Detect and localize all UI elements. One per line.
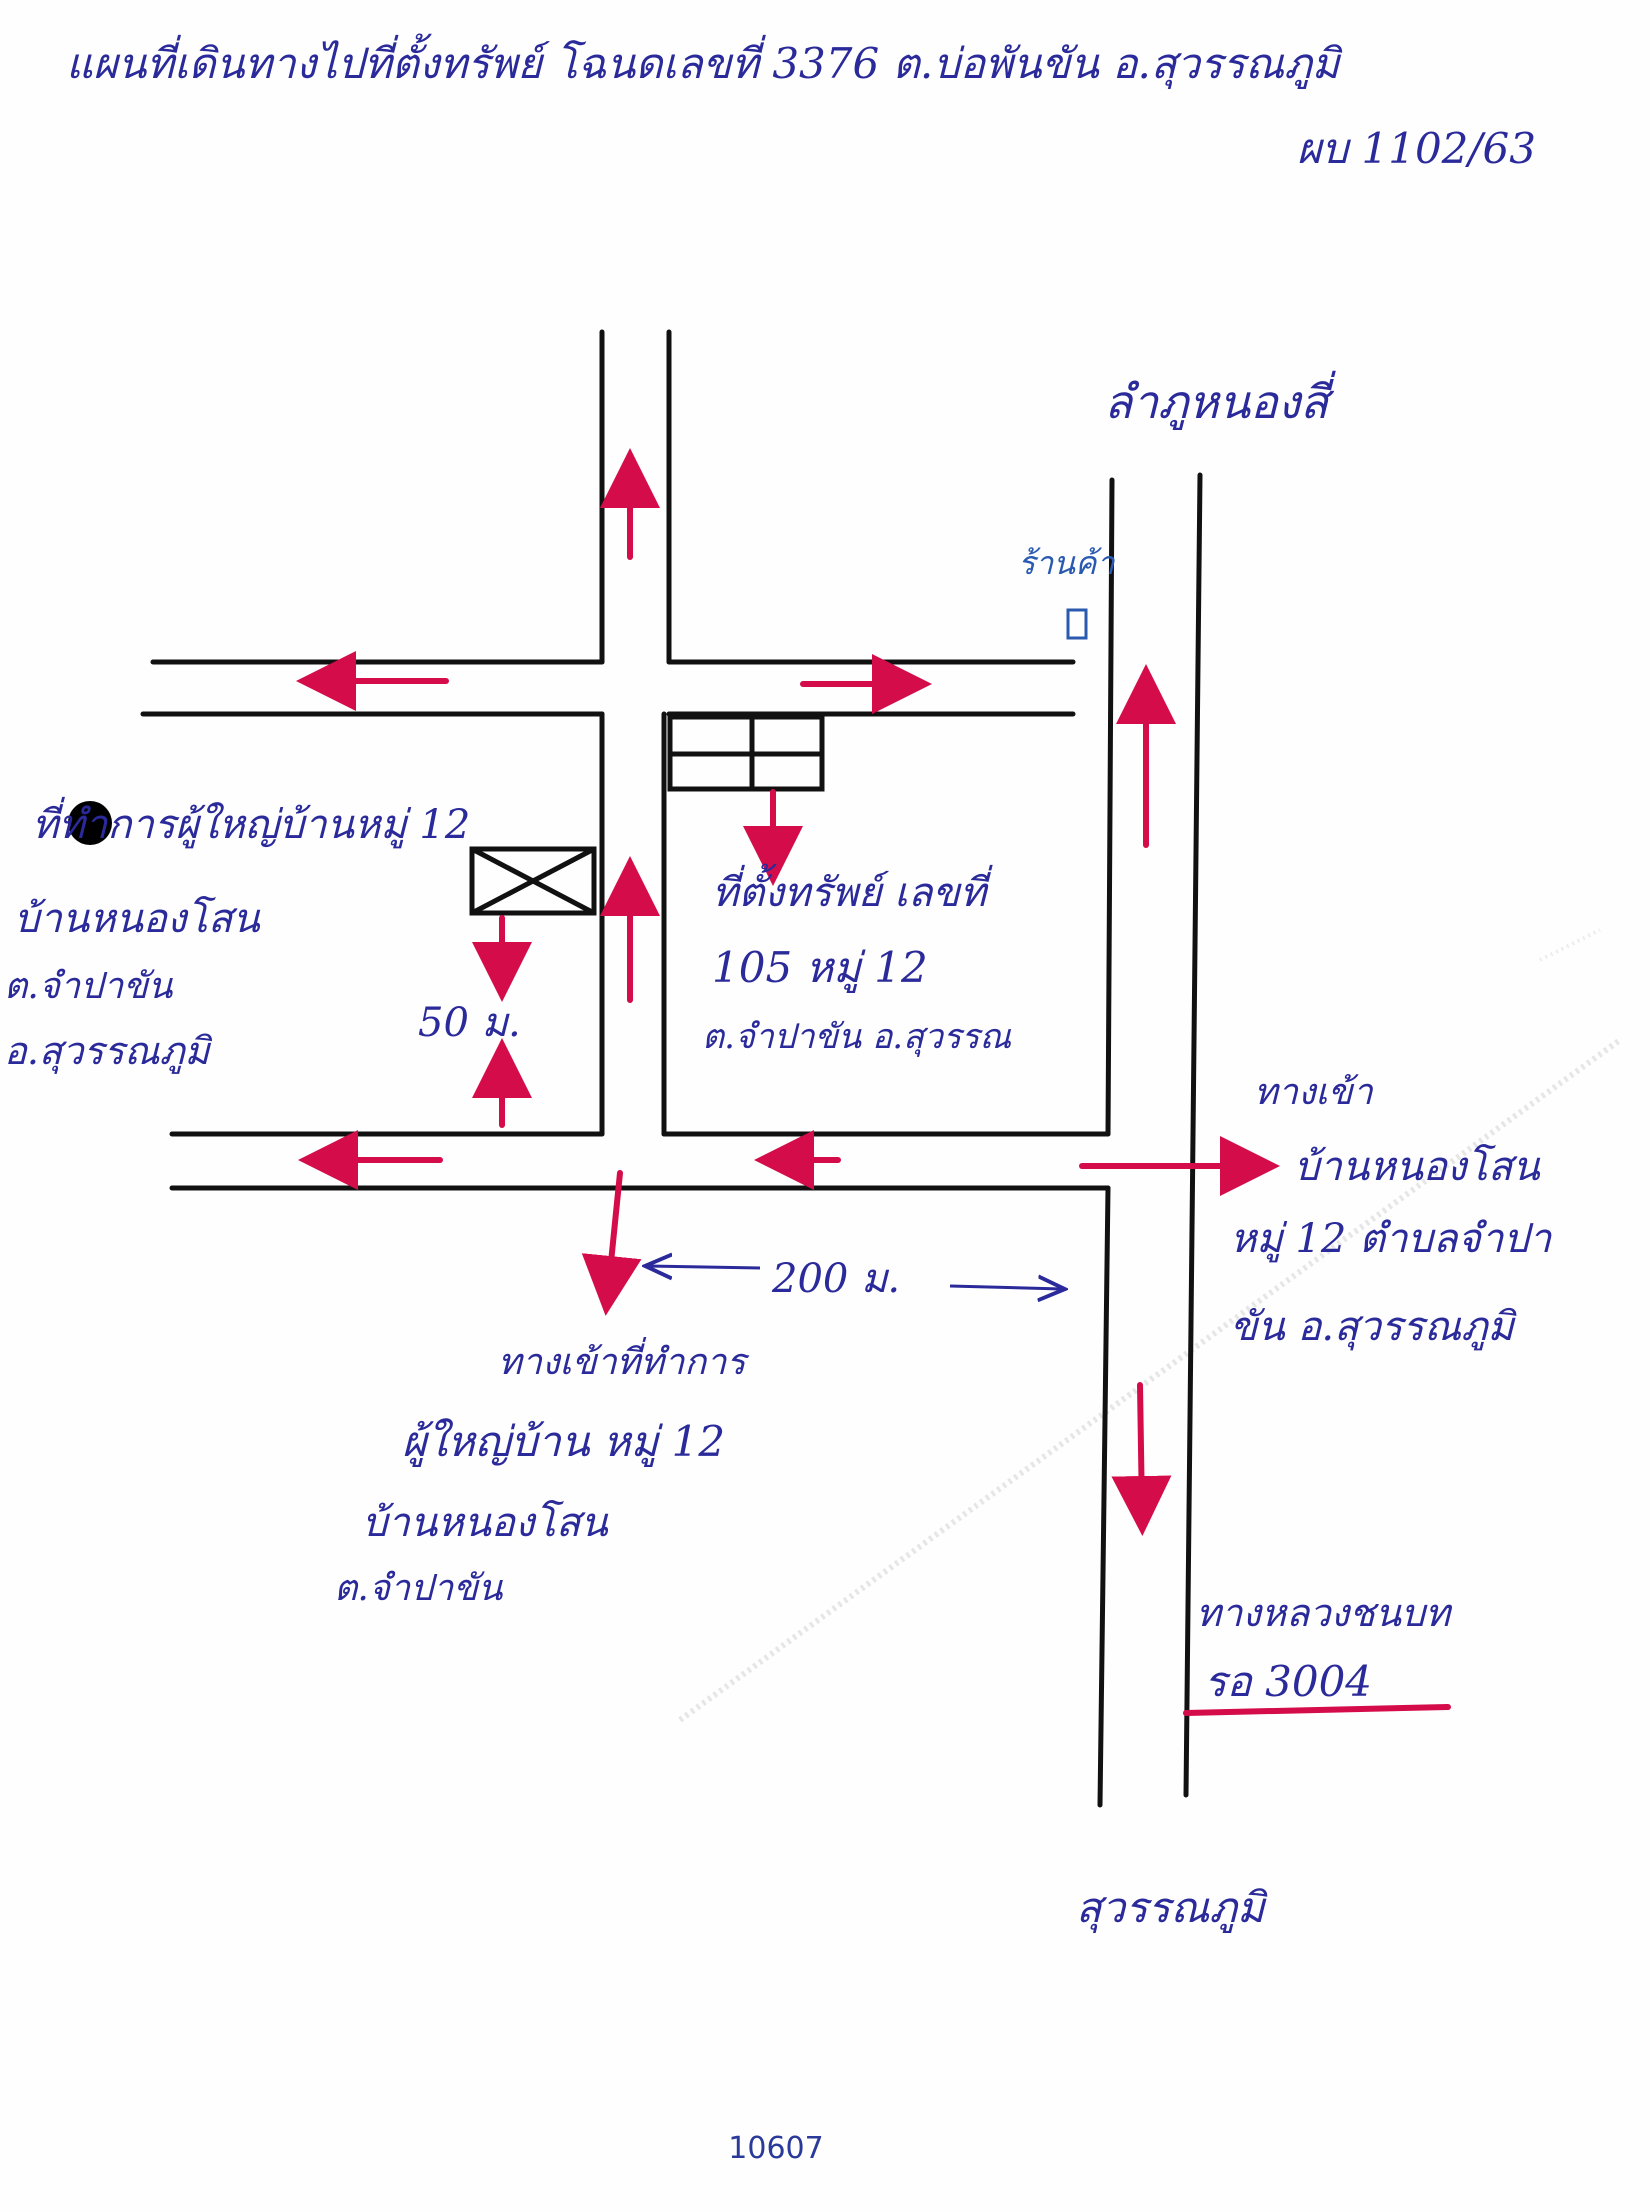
entrance-bottom-label: ทางเข้าที่ทำการ ผู้ใหญ่บ้าน หมู่ 12 บ้าน… bbox=[334, 1336, 750, 1609]
entrance-right-label: ทางเข้า บ้านหนองโสน หมู่ 12 ตำบลจำปา ขัน… bbox=[1230, 1072, 1553, 1351]
svg-text:หมู่ 12 ตำบลจำปา: หมู่ 12 ตำบลจำปา bbox=[1230, 1216, 1553, 1263]
arrow-highway-south bbox=[1111, 1382, 1172, 1536]
highway-left-edge-lower bbox=[1097, 1185, 1111, 1808]
map-title: แผนที่เดินทางไปที่ตั้งทรัพย์ โฉนดเลขที่ … bbox=[66, 33, 1343, 89]
distance-dimension bbox=[648, 1266, 1062, 1289]
village-head-office-label: ที่ทำการผู้ใหญ่บ้านหมู่ 12 บ้านหนองโสน ต… bbox=[4, 796, 470, 1074]
svg-text:105 หมู่ 12: 105 หมู่ 12 bbox=[712, 943, 928, 993]
case-number: ผบ 1102/63 bbox=[1297, 124, 1536, 173]
svg-text:ต.จำปาขัน: ต.จำปาขัน bbox=[334, 1568, 504, 1609]
direction-arrows bbox=[296, 448, 1451, 1716]
svg-text:บ้านหนองโสน: บ้านหนองโสน bbox=[14, 895, 261, 942]
distance-50m-label: 50 ม. bbox=[418, 1000, 521, 1046]
south-destination-label: สุวรรณภูมิ bbox=[1076, 1883, 1269, 1933]
highway-right-edge bbox=[1183, 472, 1203, 1798]
page-number: 10607 bbox=[728, 2131, 823, 2166]
svg-text:ที่ทำการผู้ใหญ่บ้านหมู่ 12: ที่ทำการผู้ใหญ่บ้านหมู่ 12 bbox=[32, 796, 470, 849]
north-destination-label: ลำภูหนองสี่ bbox=[1104, 370, 1336, 430]
svg-text:รอ 3004: รอ 3004 bbox=[1204, 1657, 1372, 1706]
location-dot bbox=[68, 801, 112, 845]
svg-text:ทางหลวงชนบท: ทางหลวงชนบท bbox=[1196, 1591, 1453, 1635]
svg-text:ผู้ใหญ่บ้าน หมู่ 12: ผู้ใหญ่บ้าน หมู่ 12 bbox=[402, 1417, 725, 1467]
svg-text:ขัน อ.สุวรรณภูมิ: ขัน อ.สุวรรณภูมิ bbox=[1230, 1304, 1517, 1351]
svg-text:ทางเข้า: ทางเข้า bbox=[1254, 1072, 1374, 1113]
svg-text:บ้านหนองโสน: บ้านหนองโสน bbox=[362, 1499, 609, 1546]
svg-text:บ้านหนองโสน: บ้านหนองโสน bbox=[1294, 1143, 1541, 1190]
road-network bbox=[140, 329, 1203, 1808]
svg-text:ทางเข้าที่ทำการ: ทางเข้าที่ทำการ bbox=[498, 1336, 750, 1383]
shop-label: ร้านค้า bbox=[1018, 544, 1115, 582]
shop-icon bbox=[1066, 608, 1088, 640]
svg-text:ต.จำปาขัน อ.สุวรรณ: ต.จำปาขัน อ.สุวรรณ bbox=[702, 1017, 1011, 1057]
village-head-office-box bbox=[469, 846, 597, 916]
distance-200m-label: 200 ม. bbox=[771, 1256, 900, 1302]
svg-text:ต.จำปาขัน: ต.จำปาขัน bbox=[4, 966, 174, 1007]
highway-left-edge-upper bbox=[1105, 477, 1115, 1137]
highway-label-underline bbox=[1183, 1704, 1451, 1716]
scan-streak bbox=[678, 928, 1622, 1723]
svg-text:ที่ตั้งทรัพย์ เลขที่: ที่ตั้งทรัพย์ เลขที่ bbox=[712, 863, 993, 916]
property-label: ที่ตั้งทรัพย์ เลขที่ 105 หมู่ 12 ต.จำปาข… bbox=[702, 863, 1011, 1057]
svg-text:อ.สุวรรณภูมิ: อ.สุวรรณภูมิ bbox=[4, 1029, 213, 1074]
highway-label: ทางหลวงชนบท รอ 3004 bbox=[1196, 1591, 1453, 1706]
arrow-south-branch bbox=[581, 1170, 642, 1316]
